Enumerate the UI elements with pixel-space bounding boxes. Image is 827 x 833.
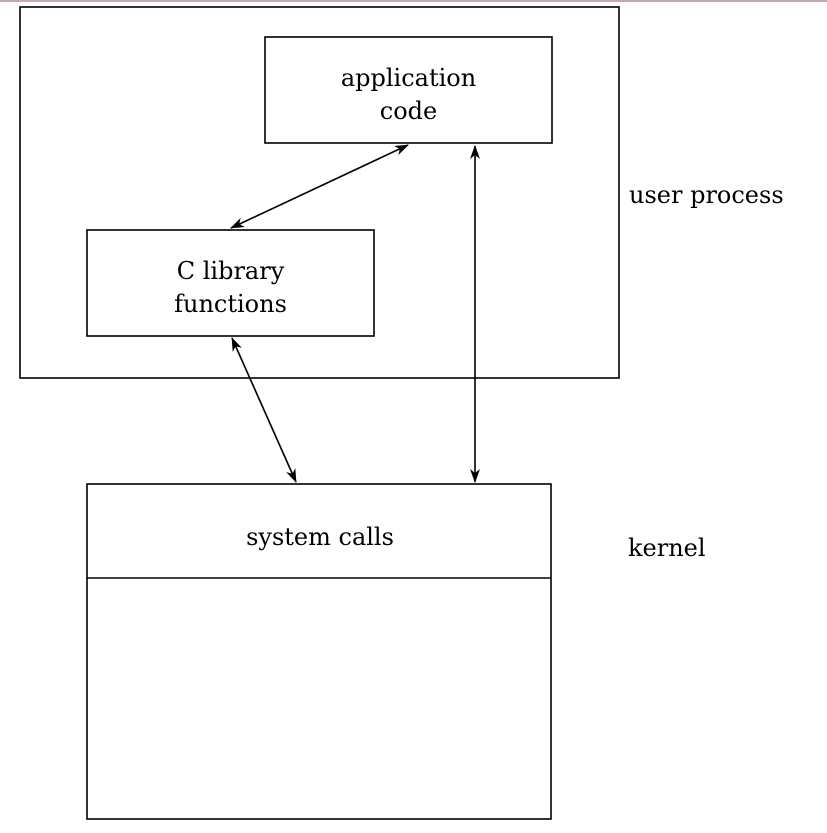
kernel-box xyxy=(86,483,552,820)
c-library-label-line1: C library xyxy=(177,257,285,285)
user-process-box xyxy=(19,6,620,379)
c-library-label-line2: functions xyxy=(174,290,287,318)
application-code-label-line1: application xyxy=(341,64,476,92)
application-code-box xyxy=(264,36,553,144)
arrow-clib-to-syscalls xyxy=(231,337,297,483)
top-border-line xyxy=(0,0,827,2)
application-code-label-line2: code xyxy=(380,97,437,125)
user-process-label: user process xyxy=(629,181,784,209)
system-calls-label: system calls xyxy=(246,523,394,551)
arrow-app-to-clib xyxy=(230,144,409,229)
kernel-label: kernel xyxy=(628,534,706,562)
c-library-box xyxy=(86,229,375,337)
